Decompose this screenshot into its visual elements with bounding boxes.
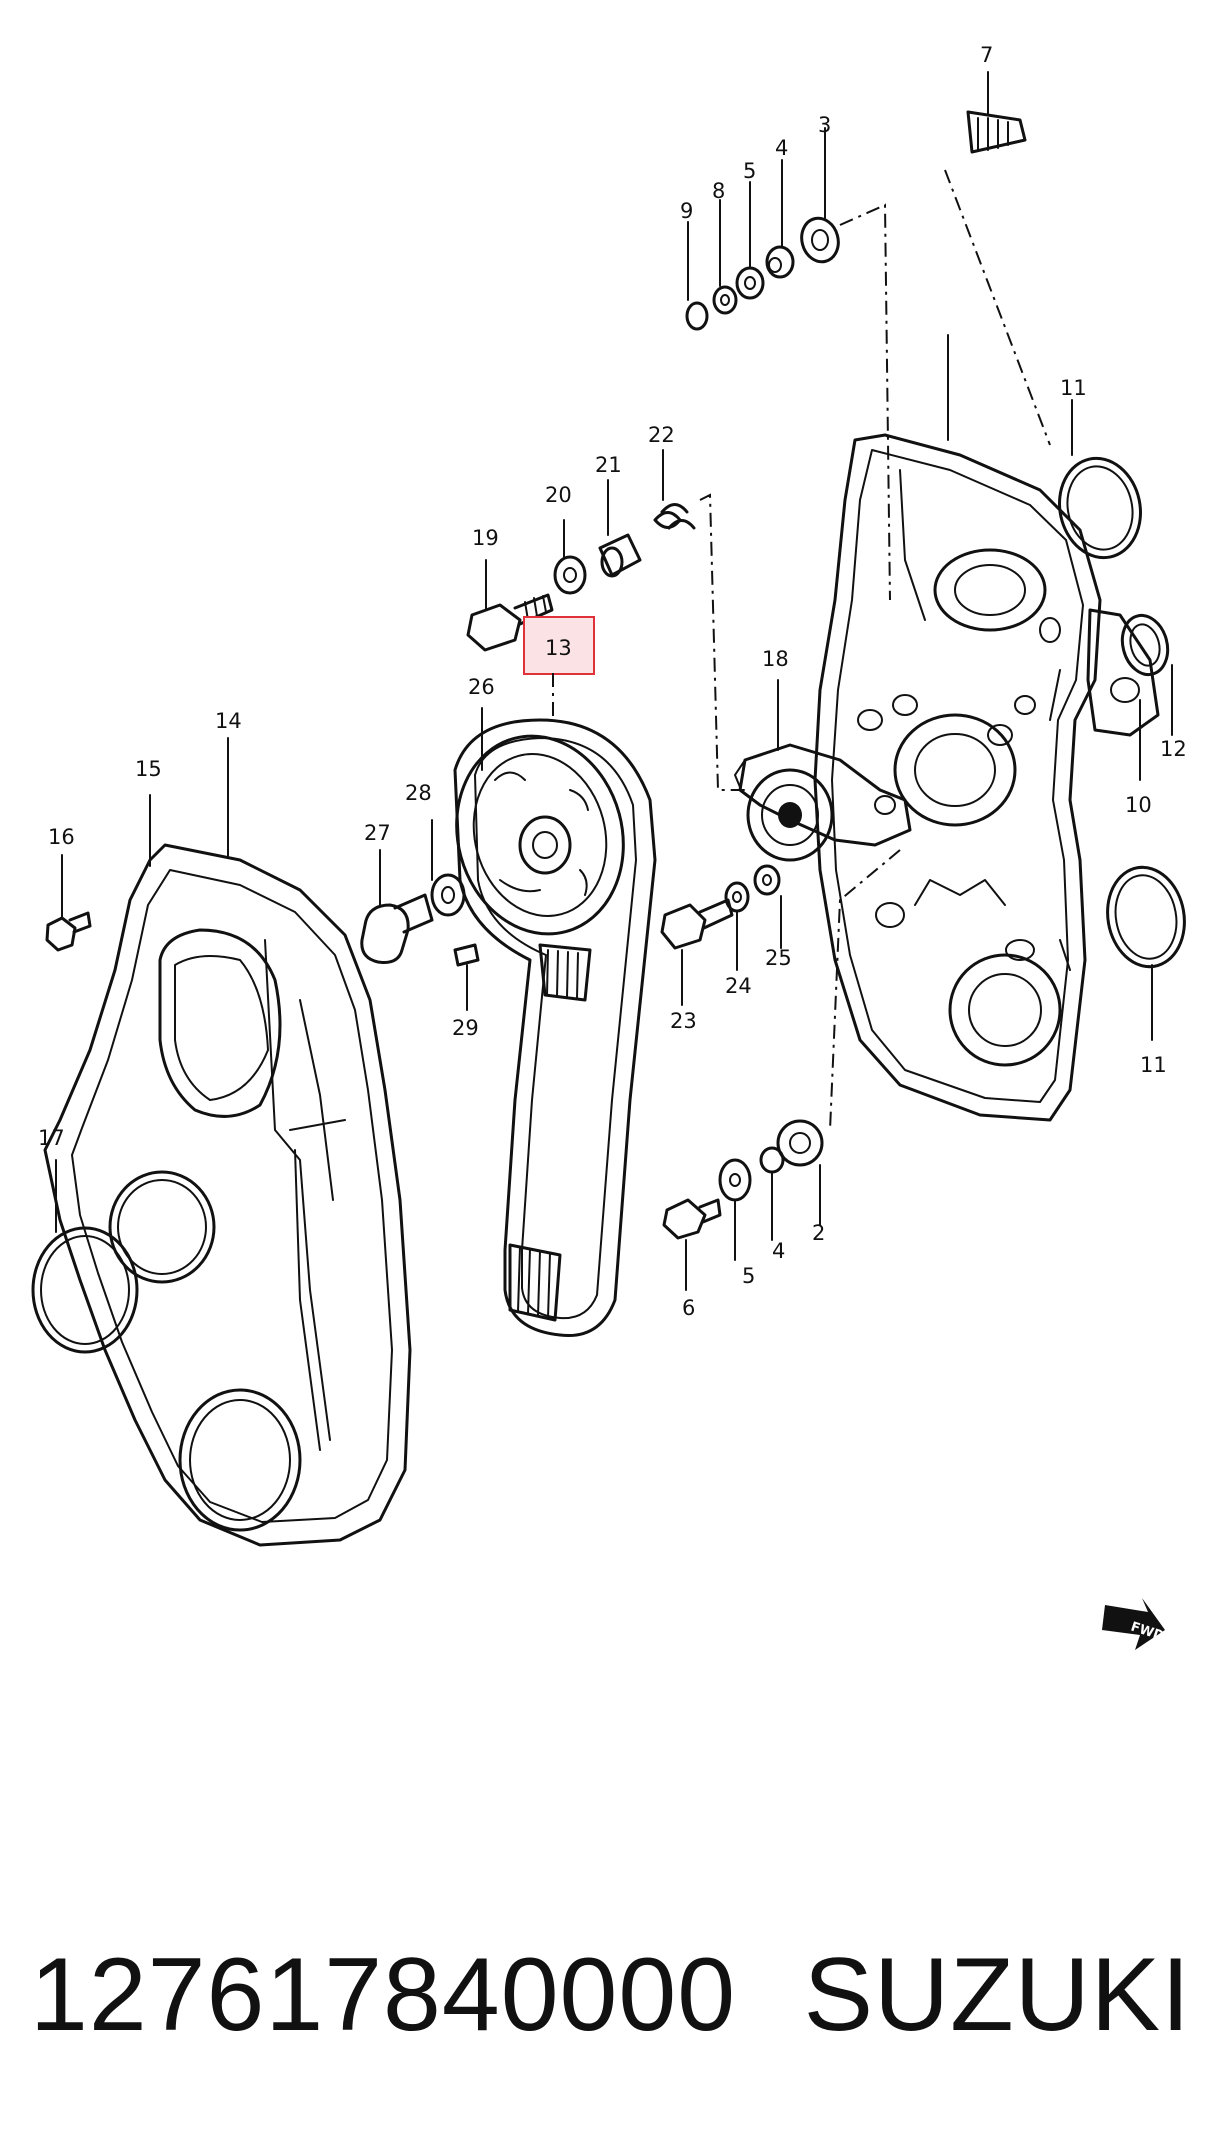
seal-ring-17 xyxy=(31,1226,139,1354)
outer-cover xyxy=(43,843,412,1547)
callout-28: 28 xyxy=(405,781,432,805)
callout-21: 21 xyxy=(595,453,622,477)
callout-11-upper: 11 xyxy=(1060,376,1087,400)
callout-15: 15 xyxy=(135,757,162,781)
forward-arrow: FWD xyxy=(1102,1598,1166,1650)
bolt-washer-key xyxy=(360,873,480,967)
tensioner-assembly xyxy=(734,743,912,862)
callout-6: 6 xyxy=(682,1296,695,1320)
diagram-svg: FWD xyxy=(31,43,1187,1650)
callout-18: 18 xyxy=(762,647,789,671)
brand-name: SUZUKI xyxy=(803,1937,1191,2053)
exploded-parts-diagram: FWD xyxy=(31,43,1187,1650)
callout-13: 13 xyxy=(545,636,572,660)
callout-17: 17 xyxy=(38,1126,65,1150)
callout-27: 27 xyxy=(364,821,391,845)
callout-14: 14 xyxy=(215,709,242,733)
upper-hardware-stack xyxy=(685,110,1027,331)
callout-3: 3 xyxy=(818,113,831,137)
inner-cover-plate xyxy=(813,433,1102,1122)
lower-hardware xyxy=(660,864,824,1240)
callout-labels: 7 3 4 5 8 9 11 12 10 11 22 21 20 19 13 1… xyxy=(38,43,1187,1320)
bolt-16 xyxy=(45,911,92,952)
callout-4-upper: 4 xyxy=(775,136,788,160)
callout-2: 2 xyxy=(812,1221,825,1245)
callout-25: 25 xyxy=(765,946,792,970)
callout-19: 19 xyxy=(472,526,499,550)
callout-5-lower: 5 xyxy=(742,1264,755,1288)
footer-caption: 127617840000 SUZUKI xyxy=(0,1930,1221,2070)
idler-hardware xyxy=(466,503,696,652)
callout-11-lower: 11 xyxy=(1140,1053,1167,1077)
callout-10: 10 xyxy=(1125,793,1152,817)
callout-20: 20 xyxy=(545,483,572,507)
leader-lines xyxy=(55,71,1173,1291)
callout-9: 9 xyxy=(680,199,693,223)
callout-26: 26 xyxy=(468,675,495,699)
callout-4-lower: 4 xyxy=(772,1239,785,1263)
bracket-part-10 xyxy=(1086,608,1160,737)
callout-7: 7 xyxy=(980,43,993,67)
callout-12: 12 xyxy=(1160,737,1187,761)
callout-5-upper: 5 xyxy=(743,159,756,183)
callout-22: 22 xyxy=(648,423,675,447)
callout-29: 29 xyxy=(452,1016,479,1040)
callout-23: 23 xyxy=(670,1009,697,1033)
callout-24: 24 xyxy=(725,974,752,998)
part-number: 127617840000 xyxy=(30,1937,737,2053)
callout-16: 16 xyxy=(48,825,75,849)
callout-8: 8 xyxy=(712,179,725,203)
highlight-box xyxy=(523,616,595,675)
seal-rings xyxy=(1058,456,1186,969)
timing-belt-and-pulley xyxy=(453,718,657,1338)
